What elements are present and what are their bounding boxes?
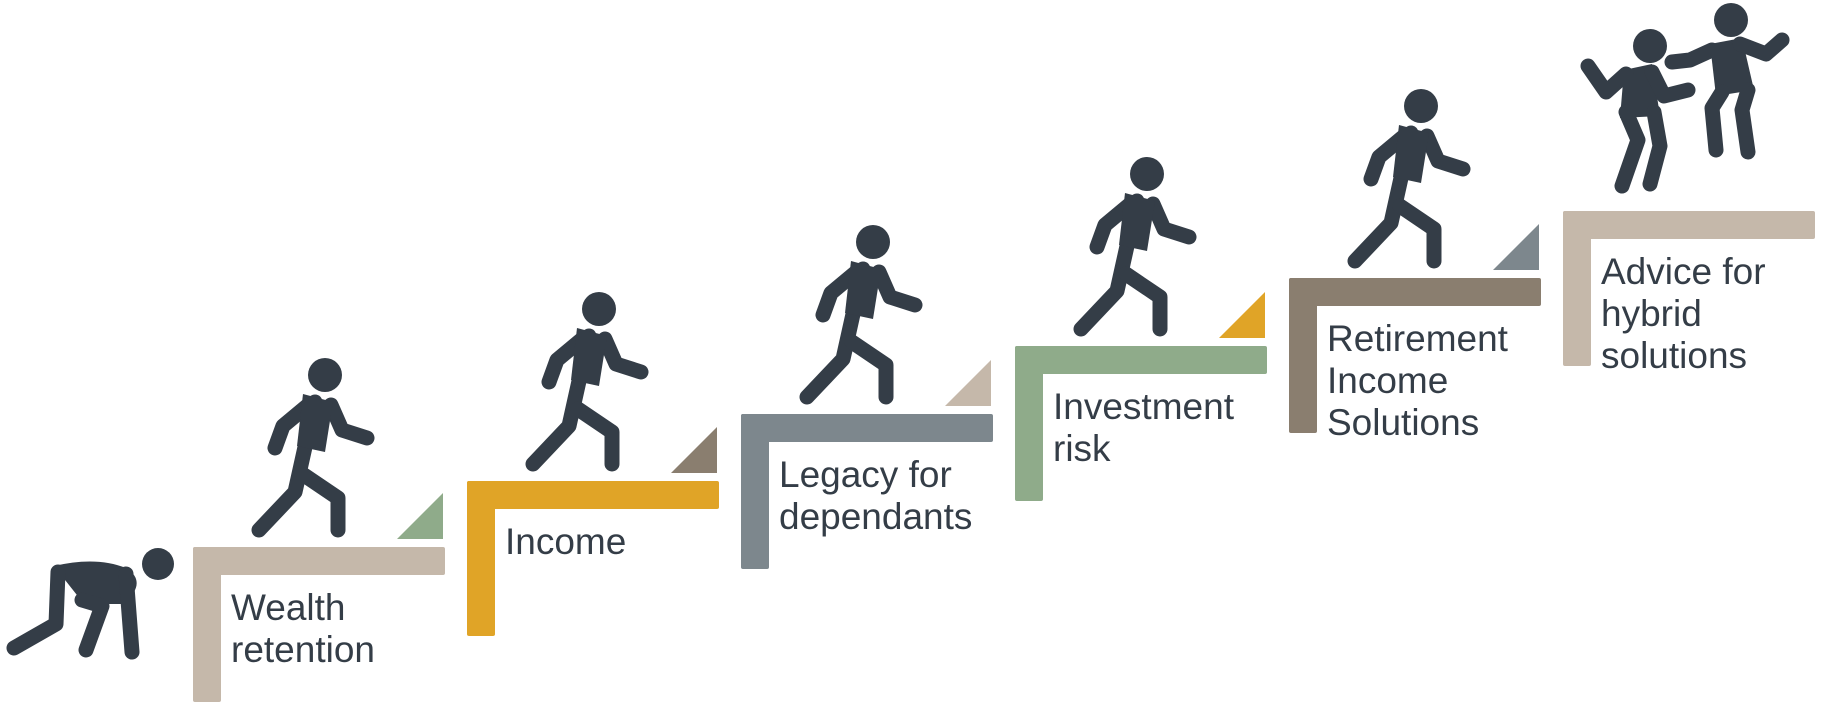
step-label-line: Wealth: [231, 587, 346, 628]
walking-person-icon: [1347, 89, 1471, 269]
step-riser: [467, 481, 495, 636]
step-label-line: solutions: [1601, 335, 1747, 376]
step-riser: [1015, 346, 1043, 501]
two-people-celebrating-icon: [1580, 3, 1790, 194]
step-income: Income: [467, 292, 719, 636]
step-label-line: hybrid: [1601, 293, 1702, 334]
step-label-line: Solutions: [1327, 402, 1479, 443]
step-bar: [467, 481, 719, 509]
step-label-line: Legacy for: [779, 454, 952, 495]
step-bar: [1563, 211, 1815, 239]
step-bar: [741, 414, 993, 442]
crouching-person-icon: [6, 548, 174, 660]
step-label-line: Income: [1327, 360, 1448, 401]
step-riser: [1563, 211, 1591, 366]
step-bar: [193, 547, 445, 575]
step-arrow-triangle: [945, 360, 991, 406]
step-arrow-triangle: [1219, 292, 1265, 338]
step-label-line: risk: [1053, 428, 1111, 469]
step-bar: [1015, 346, 1267, 374]
step-bar: [1289, 278, 1541, 306]
step-riser: [741, 414, 769, 569]
step-label-line: Retirement: [1327, 318, 1509, 359]
step-arrow-triangle: [1493, 224, 1539, 270]
step-arrow-triangle: [397, 493, 443, 539]
step-label-line: Income: [505, 521, 626, 562]
walking-person-icon: [525, 292, 649, 472]
step-label-line: retention: [231, 629, 375, 670]
walking-person-icon: [1073, 157, 1197, 337]
step-arrow-triangle: [671, 427, 717, 473]
walking-person-icon: [799, 225, 923, 405]
step-riser: [193, 547, 221, 702]
step-label-line: Investment: [1053, 386, 1235, 427]
step-label-line: dependants: [779, 496, 972, 537]
walking-person-icon: [251, 358, 375, 538]
step-riser: [1289, 278, 1317, 433]
step-label-line: Advice for: [1601, 251, 1766, 292]
step-label: Income: [505, 521, 626, 562]
